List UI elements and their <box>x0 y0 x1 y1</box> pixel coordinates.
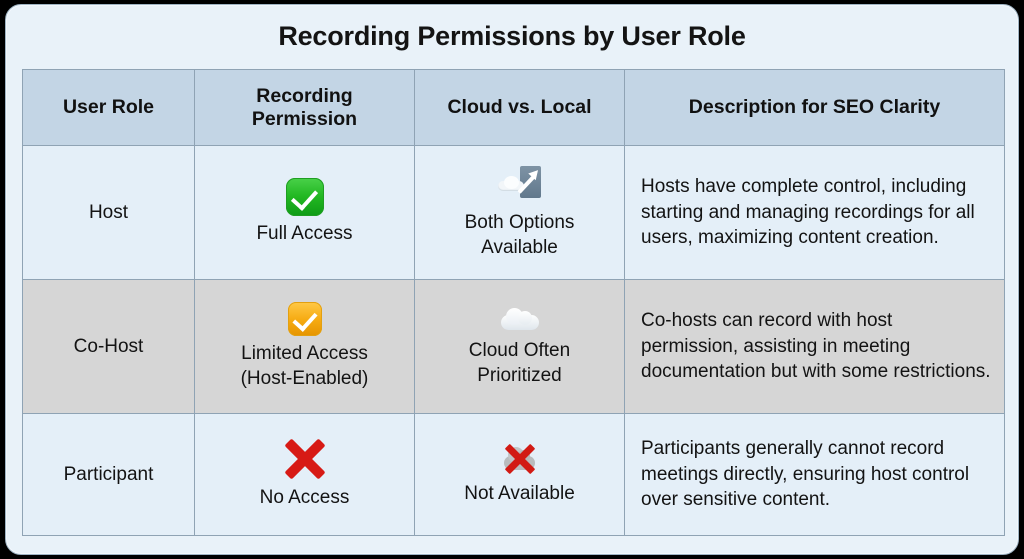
column-header-description: Description for SEO Clarity <box>624 69 1005 146</box>
table-row: Co-Host Limited Access (Host-Enabled) <box>22 279 1005 414</box>
permissions-table-container: User Role Recording Permission Cloud vs.… <box>22 69 1005 536</box>
cloud-icon <box>498 305 542 333</box>
cell-recording-permission: Limited Access (Host-Enabled) <box>194 279 415 414</box>
cell-description: Co-hosts can record with host permission… <box>624 279 1005 414</box>
cloud-label-line1: Both Options <box>464 212 575 234</box>
cloud-upload-arrow-icon <box>497 165 543 205</box>
cloud-crossed-out-icon <box>498 442 542 476</box>
permission-label-line1: Limited Access <box>241 343 368 365</box>
amber-check-icon <box>287 302 322 337</box>
table-row: Host Full Access <box>22 145 1005 280</box>
cloud-label-line2: Available <box>481 236 558 258</box>
permission-icon-stack: Full Access <box>201 178 408 246</box>
cell-user-role: Participant <box>22 413 195 536</box>
cell-cloud-vs-local: Cloud Often Prioritized <box>414 279 625 414</box>
cloud-label: Not Available <box>464 483 575 505</box>
permission-label-line2: (Host-Enabled) <box>240 367 369 389</box>
column-header-recording-permission-line2: Permission <box>251 107 358 130</box>
page-title: Recording Permissions by User Role <box>278 21 746 51</box>
header-row: User Role Recording Permission Cloud vs.… <box>22 69 1005 146</box>
cloud-icon-stack: Both Options Available <box>421 165 618 260</box>
cloud-label-line1: Cloud Often <box>468 340 571 362</box>
cell-cloud-vs-local: Both Options Available <box>414 145 625 280</box>
cell-recording-permission: No Access <box>194 413 415 536</box>
permission-label: No Access <box>259 487 350 509</box>
red-x-icon <box>282 438 328 480</box>
column-header-recording-permission: Recording Permission <box>194 69 415 146</box>
permission-icon-stack: No Access <box>201 438 408 510</box>
table-body: Host Full Access <box>22 145 1005 536</box>
cell-description: Participants generally cannot record mee… <box>624 413 1005 536</box>
cell-cloud-vs-local: Not Available <box>414 413 625 536</box>
info-card: Recording Permissions by User Role User … <box>5 4 1019 555</box>
table-header: User Role Recording Permission Cloud vs.… <box>22 69 1005 146</box>
cell-description: Hosts have complete control, including s… <box>624 145 1005 280</box>
column-header-user-role: User Role <box>22 69 195 146</box>
green-check-icon <box>285 178 324 217</box>
cloud-label-line2: Prioritized <box>477 364 562 386</box>
cloud-icon-stack: Cloud Often Prioritized <box>421 305 618 388</box>
table-row: Participant No Access <box>22 413 1005 536</box>
permission-icon-stack: Limited Access (Host-Enabled) <box>201 302 408 391</box>
cell-recording-permission: Full Access <box>194 145 415 280</box>
column-header-recording-permission-line1: Recording <box>256 85 353 108</box>
cell-user-role: Co-Host <box>22 279 195 414</box>
permissions-table: User Role Recording Permission Cloud vs.… <box>22 69 1005 536</box>
permission-label: Full Access <box>256 223 353 245</box>
column-header-cloud-vs-local: Cloud vs. Local <box>414 69 625 146</box>
cell-user-role: Host <box>22 145 195 280</box>
cloud-icon-stack: Not Available <box>421 442 618 506</box>
